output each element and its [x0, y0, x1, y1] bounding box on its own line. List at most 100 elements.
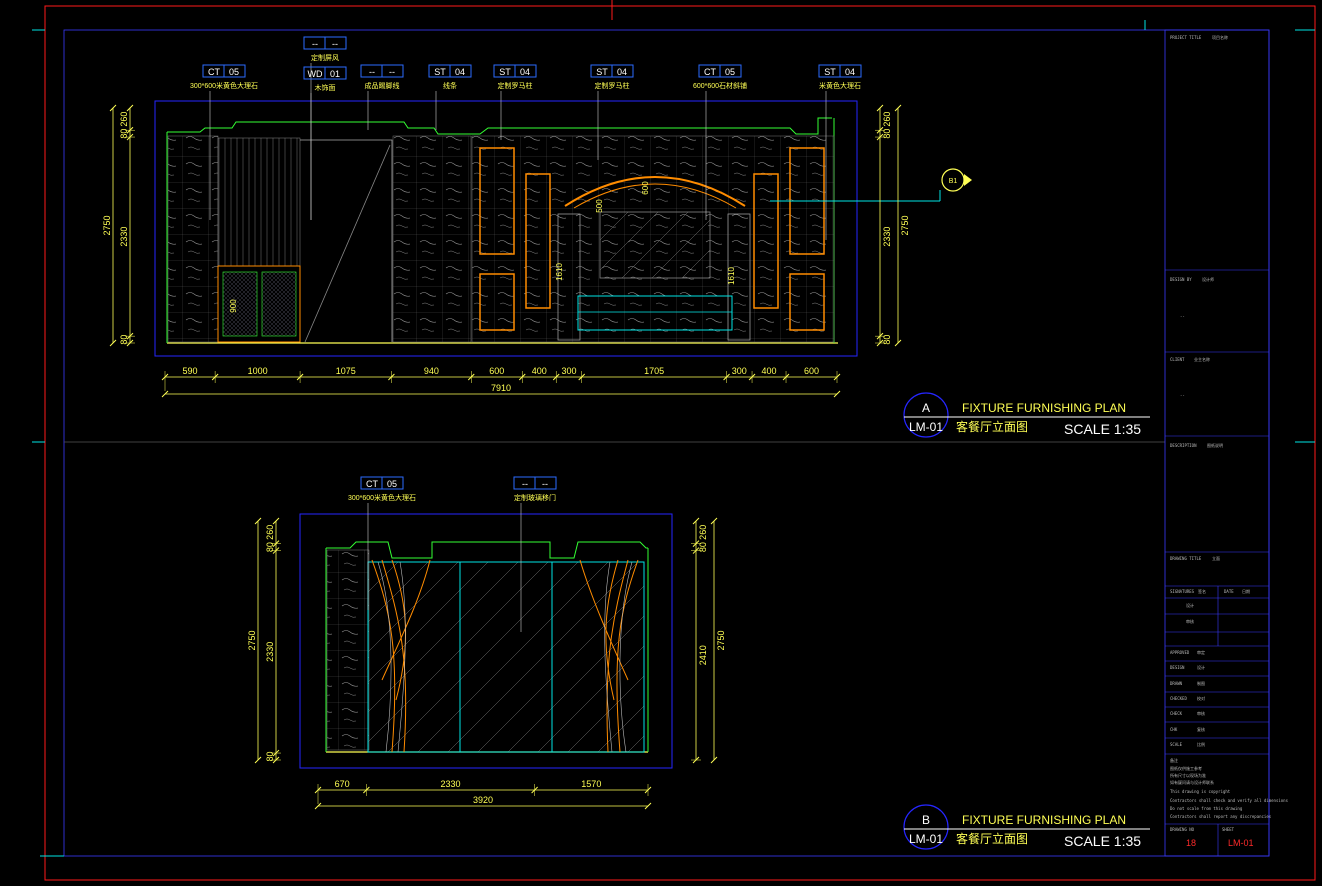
tag-code: -- [312, 39, 318, 49]
inner-dim-label: 500 [595, 199, 604, 213]
dim-label: 80 [698, 542, 708, 552]
dim-total-label: 2750 [716, 630, 726, 650]
tb-row-0-label: SIGNATURES [1170, 589, 1195, 594]
dim-tick [254, 517, 262, 525]
view-bubble-a [903, 392, 949, 438]
tb-note-3: This drawing is copyright [1170, 789, 1231, 794]
tb-drawing-no-label: DRAWING NO [1170, 827, 1195, 832]
tb-row-1-label: 设计 [1186, 603, 1194, 608]
tag-code: ST [596, 67, 608, 77]
tb-row-6-value: 校对 [1197, 696, 1205, 701]
tb-note-5: Do not scale from this drawing [1170, 806, 1243, 811]
tag-note: 米黄色大理石 [819, 81, 861, 90]
elevation-b-ceiling-line [326, 541, 648, 559]
tb-row-5-label: DRAWN [1170, 681, 1183, 686]
tb-description-label: DESCRIPTION [1170, 443, 1197, 448]
view-a-tag-3: ----成品踢脚线 [360, 64, 404, 130]
inner-dim-label: 900 [229, 299, 238, 313]
frame-panel-6 [789, 273, 825, 331]
dim-label: 590 [183, 366, 198, 376]
tb-sheet-value: LM-01 [1228, 838, 1254, 848]
tb-row-0-extra-value: 日期 [1242, 589, 1250, 594]
tag-number: 05 [387, 479, 397, 489]
dim-label: 1000 [248, 366, 268, 376]
tag-number: 05 [229, 67, 239, 77]
dim-tick [126, 104, 134, 112]
tag-code: ST [499, 67, 511, 77]
elevation-b [299, 513, 673, 769]
dim-label: 80 [882, 129, 892, 139]
dim-label: 2330 [265, 642, 275, 662]
doorway-opening [300, 139, 393, 342]
sheet-frames [32, 0, 1316, 881]
dim-label: 260 [265, 525, 275, 540]
tb-note-2: 如有疑问请与设计师联系 [1170, 780, 1214, 785]
outer-red-frame [44, 5, 1316, 881]
tb-design-by-label: DESIGN BY [1170, 277, 1192, 282]
dim-total-label: 2750 [247, 630, 257, 650]
dim-label: 80 [882, 335, 892, 345]
dim-tick [161, 390, 169, 398]
dim-label: 600 [489, 366, 504, 376]
tag-note: 定制屏风 [311, 53, 339, 62]
tag-code: CT [704, 67, 716, 77]
dim-label: 2330 [440, 779, 460, 789]
tb-note-4: Contractors shall check and verify all d… [1170, 798, 1289, 803]
tb-project-title-label: PROJECT TITLE [1170, 35, 1202, 40]
tb-description-value: 图纸说明 [1207, 443, 1223, 448]
tag-number: -- [542, 479, 548, 489]
tag-number: 01 [330, 69, 340, 79]
roman-column-left [557, 213, 581, 341]
elevation-a: B1 [154, 100, 972, 357]
dim-tick [710, 756, 718, 764]
tag-number: 04 [845, 67, 855, 77]
dim-label: 600 [804, 366, 819, 376]
doorway-swing [304, 144, 391, 343]
dim-total-label: 3920 [473, 795, 493, 805]
dim-label: 940 [424, 366, 439, 376]
dim-label: 2330 [882, 227, 892, 247]
view-title-b: B LM-01 FIXTURE FURNISHING PLAN 客餐厅立面图 S… [903, 804, 1150, 850]
tb-row-9-value: 比例 [1197, 742, 1205, 747]
dim-tick [710, 517, 718, 525]
dim-label: 400 [762, 366, 777, 376]
inner-dim-label: 600 [641, 181, 650, 195]
tb-design-by-dash: -- [1180, 314, 1185, 319]
tb-design-by-value: 设计师 [1202, 277, 1214, 282]
cabinet-door-left [222, 271, 258, 337]
wood-screen-panel [217, 137, 301, 267]
tb-sheet-label: SHEET [1222, 827, 1235, 832]
frame-panel-3 [525, 173, 551, 309]
tag-number: -- [389, 67, 395, 77]
glass-door-1 [367, 561, 461, 753]
tag-note: 成品踢脚线 [365, 81, 400, 90]
tag-note: 定制玻璃移门 [514, 493, 556, 502]
view-title-a: A LM-01 FIXTURE FURNISHING PLAN 客餐厅立面图 S… [903, 392, 1150, 438]
glass-door-3 [551, 561, 645, 753]
tb-row-7-label: CHECK [1170, 711, 1183, 716]
dim-label: 300 [561, 366, 576, 376]
dim-label: 260 [119, 112, 129, 127]
view-a-tag-1: ----定制屏风 [303, 36, 347, 220]
tag-number: 04 [520, 67, 530, 77]
elevation-a-outline [154, 100, 858, 357]
frame-panel-2 [479, 273, 515, 331]
view-title-b-en: FIXTURE FURNISHING PLAN [962, 813, 1126, 827]
dim-label: 80 [265, 542, 275, 552]
dim-label: 2410 [698, 645, 708, 665]
dim-total-label: 2750 [900, 215, 910, 235]
tag-number: 04 [455, 67, 465, 77]
